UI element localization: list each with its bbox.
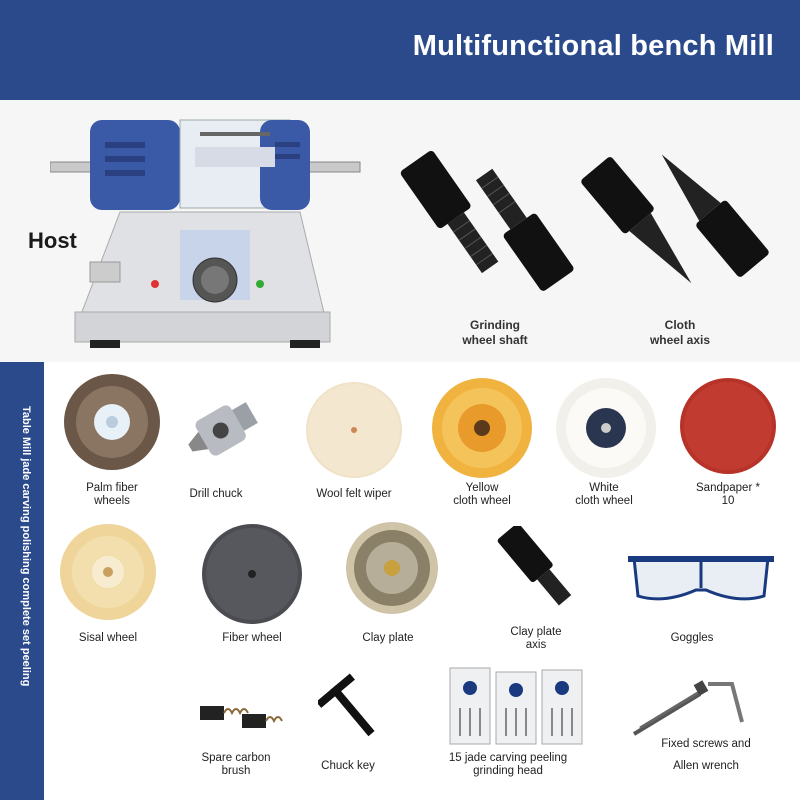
fiber-wheel-label: Fiber wheel xyxy=(222,632,282,644)
host-label: Host xyxy=(28,228,77,253)
clay-plate-label: Clay plate xyxy=(362,632,414,644)
palm-fiber-wheels-label: Palm fiber wheels xyxy=(86,482,138,507)
clay-plate-axis-image xyxy=(497,526,572,606)
page-title: Multifunctional bench Mill xyxy=(412,30,774,62)
yellow-cloth-wheel-image xyxy=(432,378,532,478)
drill-chuck-image xyxy=(188,402,258,456)
wool-felt-wiper-label: Wool felt wiper xyxy=(316,488,392,500)
grinding-wheel-shaft-image xyxy=(400,150,574,291)
sisal-wheel-image xyxy=(60,524,156,620)
sidebar-caption: Table Mill jade carving polishing comple… xyxy=(20,406,32,687)
wool-felt-wiper-image xyxy=(306,382,402,478)
screws-allen-wrench-image xyxy=(632,680,744,736)
white-cloth-wheel-label: White cloth wheel xyxy=(575,482,633,507)
grinding-wheel-shaft-label: Grinding wheel shaft xyxy=(462,318,528,347)
sandpaper-image xyxy=(680,378,776,474)
sidebar-banner xyxy=(0,362,44,800)
bench-mill-host-image xyxy=(50,119,361,348)
spare-carbon-brush-image xyxy=(200,706,283,728)
white-cloth-wheel-image xyxy=(556,378,656,478)
goggles-label: Goggles xyxy=(670,632,714,644)
cloth-wheel-axis-image xyxy=(581,154,769,284)
chuck-key-label: Chuck key xyxy=(321,760,375,772)
spare-carbon-brush-label: Spare carbon brush xyxy=(201,752,271,777)
screws-allen-wrench-label: Fixed screws and Allen wrench xyxy=(661,738,751,772)
jade-grinding-heads-image xyxy=(449,667,583,745)
drill-chuck-label: Drill chuck xyxy=(189,488,243,500)
sisal-wheel-label: Sisal wheel xyxy=(78,632,138,644)
header-banner: Multifunctional bench Mill xyxy=(0,0,800,100)
fiber-wheel-image xyxy=(202,524,302,624)
chuck-key-image xyxy=(318,673,375,737)
clay-plate-axis-label: Clay plate axis xyxy=(510,626,562,651)
sandpaper-label: Sandpaper * 10 xyxy=(696,482,760,507)
goggles-image xyxy=(628,556,774,601)
jade-grinding-heads-label: 15 jade carving peeling grinding head xyxy=(448,752,568,777)
clay-plate-image xyxy=(346,522,438,614)
yellow-cloth-wheel-label: Yellow cloth wheel xyxy=(453,482,511,507)
cloth-wheel-axis-label: Cloth wheel axis xyxy=(649,318,711,347)
palm-fiber-wheel-image xyxy=(64,374,160,470)
